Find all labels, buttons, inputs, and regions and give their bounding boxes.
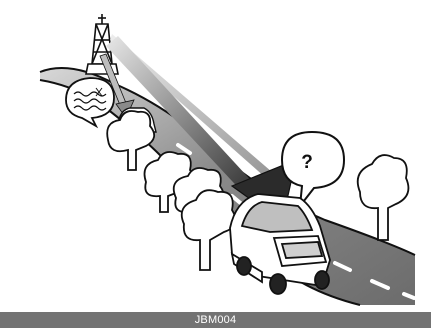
diagram-illustration: ? <box>0 0 431 312</box>
question-mark: ? <box>301 152 313 173</box>
question-bubble-icon: ? <box>282 132 344 206</box>
figure-code-bar: JBM004 <box>0 312 431 328</box>
main-car <box>230 194 330 294</box>
figure-code: JBM004 <box>195 314 237 326</box>
signal-noise-icon <box>66 78 114 126</box>
